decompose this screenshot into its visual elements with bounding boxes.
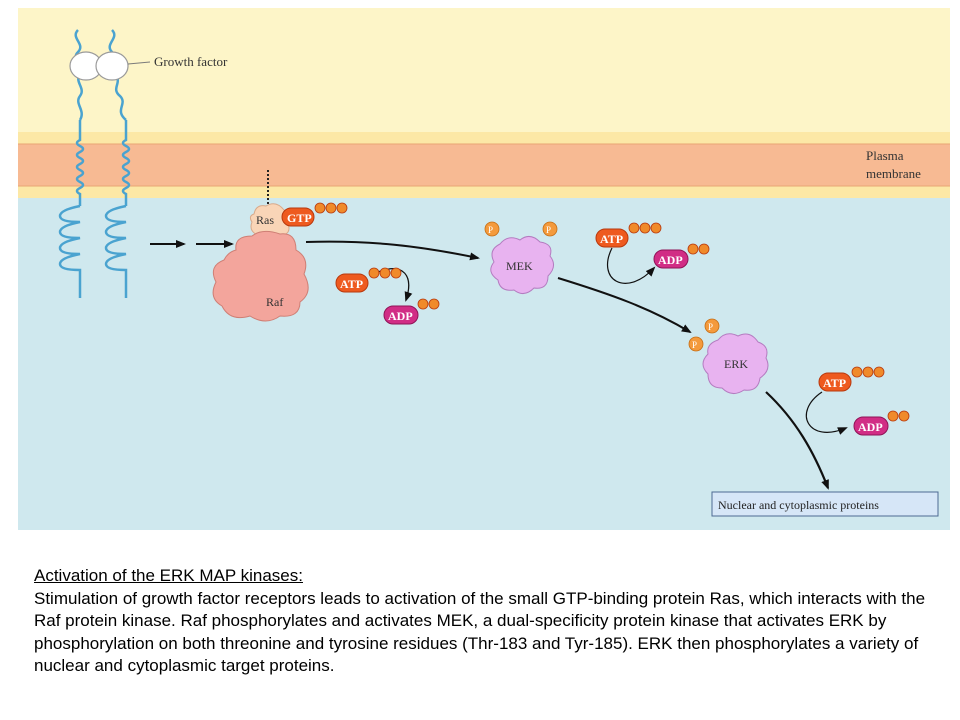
gtp-label: GTP — [287, 211, 312, 225]
mek-adp-label: ADP — [658, 253, 683, 267]
gtp-badge — [281, 207, 315, 227]
plasma-membrane-label-line1: Plasma — [866, 148, 904, 163]
target-proteins-label: Nuclear and cytoplasmic proteins — [718, 498, 879, 512]
raf-protein — [212, 230, 309, 322]
erk-atp-phosphates — [851, 366, 885, 378]
erk-atp-adp-curve — [805, 391, 848, 435]
mek-to-erk-arrow — [557, 277, 692, 334]
growth-factor — [69, 51, 151, 81]
raf-atp-badge — [335, 273, 369, 293]
target-proteins-box — [711, 491, 939, 517]
erk-phosphate-top: P — [704, 318, 720, 334]
ras-protein — [249, 203, 290, 240]
mek-adp-badge — [653, 249, 689, 269]
mek-atp-badge — [595, 228, 629, 248]
mek-atp-label: ATP — [600, 232, 623, 246]
erk-protein — [702, 333, 769, 394]
raf-label: Raf — [266, 295, 283, 309]
mek-protein — [490, 236, 554, 294]
mek-label: MEK — [506, 259, 533, 273]
extracellular-space — [18, 8, 950, 132]
raf-adp-phosphates — [417, 298, 440, 310]
mek-phosphate-left-label: P — [488, 225, 493, 235]
erk-atp-label: ATP — [823, 376, 846, 390]
growth-factor-label: Growth factor — [154, 54, 228, 69]
raf-adp-badge — [383, 305, 419, 325]
caption-title: Activation of the ERK MAP kinases: — [34, 566, 303, 585]
ras-label: Ras — [256, 213, 274, 227]
erk-adp-label: ADP — [858, 420, 883, 434]
caption-body: Stimulation of growth factor receptors l… — [34, 588, 926, 676]
plasma-membrane — [18, 132, 950, 198]
erk-pathway-diagram: Growth factor Plasma membrane Ras GTP Ra… — [18, 8, 950, 530]
mek-adp-phosphates — [687, 243, 710, 255]
erk-phosphate-left-label: P — [692, 340, 697, 350]
erk-to-targets-arrow — [765, 391, 830, 490]
gtp-phosphates — [314, 202, 348, 214]
cytoplasm — [18, 198, 950, 530]
mek-phosphate-left: P — [484, 221, 500, 237]
raf-adp-label: ADP — [388, 309, 413, 323]
raf-atp-phosphates — [368, 267, 402, 279]
mek-phosphate-right: P — [542, 221, 558, 237]
mek-phosphate-right-label: P — [546, 225, 551, 235]
erk-atp-badge — [818, 372, 852, 392]
erk-adp-badge — [853, 416, 889, 436]
raf-to-mek-arrow — [305, 240, 480, 261]
figure-caption: Activation of the ERK MAP kinases: Stimu… — [34, 565, 944, 678]
raf-atp-label: ATP — [340, 277, 363, 291]
erk-adp-phosphates — [887, 410, 910, 422]
plasma-membrane-label-line2: membrane — [866, 166, 921, 181]
mek-atp-adp-curve — [606, 247, 656, 284]
erk-phosphate-left: P — [688, 336, 704, 352]
mek-atp-phosphates — [628, 222, 662, 234]
erk-label: ERK — [724, 357, 748, 371]
erk-phosphate-top-label: P — [708, 322, 713, 332]
